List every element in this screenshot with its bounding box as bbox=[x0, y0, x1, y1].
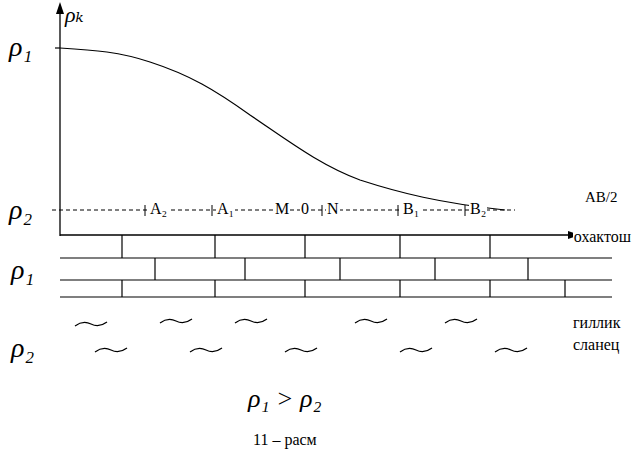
y-axis bbox=[59, 8, 60, 236]
layer-name: сланец bbox=[572, 337, 620, 353]
resistivity-relation: ρ₁ > ρ₂ bbox=[247, 386, 323, 412]
x-axis bbox=[60, 234, 572, 235]
electrode-label: A₁ bbox=[216, 201, 235, 217]
axis-value: ρ₁ bbox=[8, 33, 33, 61]
layer-name: охактош bbox=[573, 229, 632, 245]
layer-name: гиллик bbox=[572, 315, 621, 331]
axis-label: ρₖ bbox=[64, 4, 85, 26]
sounding-curve bbox=[60, 48, 505, 210]
electrode-label: N bbox=[326, 201, 340, 217]
electrode-label: B₂ bbox=[469, 201, 487, 217]
electrode-label: B₁ bbox=[402, 201, 420, 217]
layer-resistivity: ρ₂ bbox=[10, 334, 35, 362]
shale-layer bbox=[75, 319, 527, 352]
figure-caption: 11 – расм bbox=[252, 432, 318, 448]
electrode-label: 0 bbox=[300, 201, 310, 217]
axis-label: AB/2 bbox=[584, 190, 619, 205]
axis-value: ρ₂ bbox=[8, 196, 33, 224]
y-axis-arrowhead bbox=[56, 2, 64, 14]
axis-tick bbox=[55, 47, 60, 48]
electrode-label: A₂ bbox=[149, 201, 168, 217]
limestone-layer bbox=[60, 235, 612, 297]
layer-resistivity: ρ₁ bbox=[10, 256, 35, 284]
electrode-label: M bbox=[274, 201, 290, 217]
